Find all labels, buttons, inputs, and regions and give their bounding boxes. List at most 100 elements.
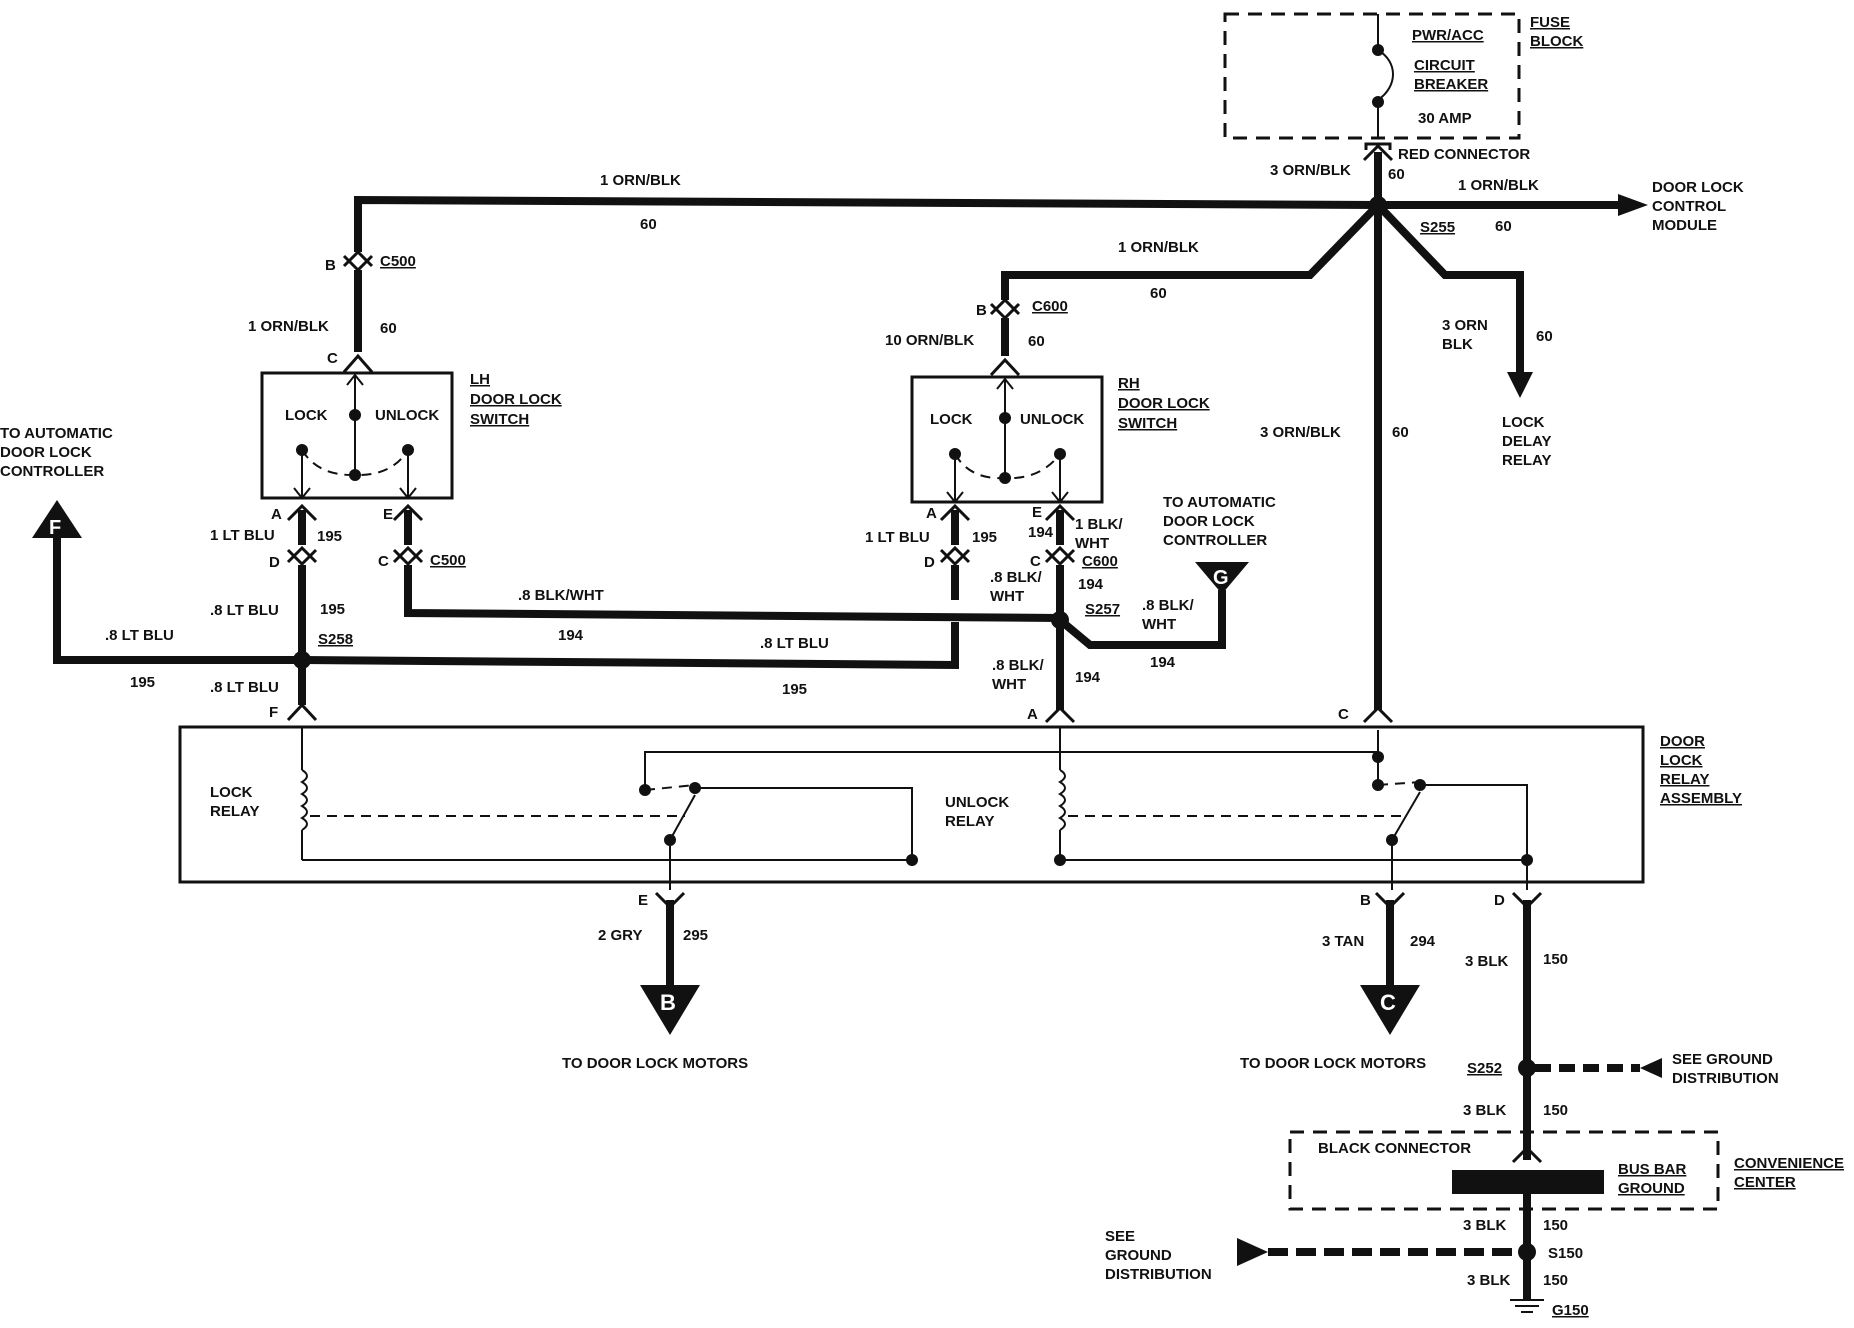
connector-relay-c: [1362, 705, 1394, 724]
pin-label-d-rh: D: [924, 554, 935, 571]
pin-label-d-relay: D: [1494, 892, 1505, 909]
lh-switch-label-1: LH: [470, 371, 490, 388]
pin-label-c-lh2: C: [378, 553, 389, 570]
pin-label-a-relay: A: [1027, 706, 1038, 723]
s257-label: S257: [1085, 601, 1120, 618]
pin-label-b-lh: B: [325, 257, 336, 274]
wire-label-lh-1ltblu: 1 LT BLU: [210, 527, 275, 544]
black-connector-label: BLACK CONNECTOR: [1318, 1140, 1471, 1157]
c600-label-top: C600: [1032, 298, 1068, 315]
wire-label-rh-194b: 194: [1078, 576, 1104, 593]
wire-labels: 1 ORN/BLK 60 3 ORN/BLK 60 1 ORN/BLK 60 1…: [105, 162, 1568, 1289]
wire-label-mid-195: 195: [782, 681, 807, 698]
wire-label-lh-60: 60: [380, 320, 397, 337]
ground-section: BLACK CONNECTOR BUS BAR GROUND CONVENIEN…: [1237, 1058, 1844, 1313]
wire-label-a-8blkwht-1: .8 BLK/: [992, 657, 1045, 674]
fuse-block: PWR/ACC CIRCUIT BREAKER 30 AMP FUSE BLOC…: [1223, 12, 1583, 140]
dlcm-label-1: DOOR LOCK: [1652, 179, 1744, 196]
auto-ctrl-f-label-2: DOOR LOCK: [0, 444, 92, 461]
red-connector: RED CONNECTOR: [1362, 142, 1530, 163]
wire-network: [53, 152, 1620, 1300]
wire-label-top-60: 60: [640, 216, 657, 233]
wire-label-295: 295: [683, 927, 708, 944]
unlock-relay-label-1: UNLOCK: [945, 794, 1009, 811]
lock-relay-label-2: RELAY: [210, 803, 259, 820]
lh-switch-label-2: DOOR LOCK: [470, 391, 562, 408]
wire-label-3blk-b: 3 BLK: [1463, 1102, 1507, 1119]
lh-unlock-label: UNLOCK: [375, 407, 439, 424]
wire-label-ldr-1: 3 ORN: [1442, 317, 1488, 334]
wire-label-mid-ltblu: .8 LT BLU: [760, 635, 829, 652]
wire-label-rh-1ltblu: 1 LT BLU: [865, 529, 930, 546]
wire-label-3blk-a: 3 BLK: [1465, 953, 1509, 970]
breaker-amp-label: 30 AMP: [1418, 110, 1472, 127]
g150-label: G150: [1552, 1302, 1589, 1319]
relay-assembly-label-2: LOCK: [1660, 752, 1703, 769]
fuse-block-label-2: BLOCK: [1530, 33, 1583, 50]
see-ground-right-1: SEE GROUND: [1672, 1051, 1773, 1068]
motors-label-c: TO DOOR LOCK MOTORS: [1240, 1055, 1426, 1072]
ref-f-triangle: F: [32, 500, 82, 539]
destination-labels: DOOR LOCK CONTROL MODULE LOCK DELAY RELA…: [0, 179, 1779, 1283]
relay-assembly-label-3: RELAY: [1660, 771, 1709, 788]
ref-c-label: C: [1380, 990, 1396, 1015]
circuit-breaker-label-1: CIRCUIT: [1414, 57, 1475, 74]
wire-label-rh-195: 195: [972, 529, 997, 546]
rh-switch-label-1: RH: [1118, 375, 1140, 392]
convenience-center-label-2: CENTER: [1734, 1174, 1796, 1191]
wire-label-top-1: 1 ORN/BLK: [600, 172, 681, 189]
s255-label: S255: [1420, 219, 1455, 236]
wire-label-lh-195b: 195: [320, 601, 345, 618]
connector-c600-c: [989, 357, 1021, 377]
wire-label-3blk-c: 3 BLK: [1463, 1217, 1507, 1234]
ldr-label-2: DELAY: [1502, 433, 1551, 450]
wire-label-rh-8blkwht-1: .8 BLK/: [990, 569, 1043, 586]
wire-label-150-d: 150: [1543, 1272, 1568, 1289]
rh-door-lock-switch: LOCK UNLOCK RH DOOR LOCK SWITCH: [910, 375, 1210, 504]
convenience-center-label-1: CONVENIENCE: [1734, 1155, 1844, 1172]
relay-assembly-label-1: DOOR: [1660, 733, 1705, 750]
connector-relay-f: [286, 702, 318, 722]
wire-label-fuse-60: 60: [1388, 166, 1405, 183]
c600-label-bottom: C600: [1082, 553, 1118, 570]
pin-label-e-lh: E: [383, 506, 393, 523]
pin-label-c-lh: C: [327, 350, 338, 367]
lh-lock-label: LOCK: [285, 407, 328, 424]
wire-label-150-a: 150: [1543, 951, 1568, 968]
circuit-breaker-label-2: BREAKER: [1414, 76, 1488, 93]
wire-label-3tan: 3 TAN: [1322, 933, 1364, 950]
connector-relay-d: [1511, 891, 1543, 910]
wire-label-lh-1orn: 1 ORN/BLK: [248, 318, 329, 335]
wire-label-a-8blkwht-2: WHT: [992, 676, 1026, 693]
wire-label-ldr-2: BLK: [1442, 336, 1473, 353]
see-ground-left-3: DISTRIBUTION: [1105, 1266, 1212, 1283]
unlock-relay-label-2: RELAY: [945, 813, 994, 830]
wire-label-ldr-60: 60: [1536, 328, 1553, 345]
wire-label-f-195: 195: [130, 674, 155, 691]
connector-lh-a-d: [286, 503, 318, 567]
lh-switch-label-3: SWITCH: [470, 411, 529, 428]
wire-label-dlcm-60: 60: [1495, 218, 1512, 235]
pin-label-e-rh: E: [1032, 504, 1042, 521]
ref-c-triangle: C: [1360, 985, 1420, 1035]
wire-label-294: 294: [1410, 933, 1436, 950]
connector-relay-b: [1374, 891, 1406, 910]
bus-bar-label-1: BUS BAR: [1618, 1161, 1687, 1178]
wire-label-rh-top: 1 ORN/BLK: [1118, 239, 1199, 256]
connector-lh-e-c: [392, 503, 424, 567]
splice-labels: S255 S257 S258 S252 S150 G150: [318, 219, 1589, 1319]
c500-label-top: C500: [380, 253, 416, 270]
connector-c500-c: [342, 353, 374, 373]
pin-label-d-lh: D: [269, 554, 280, 571]
see-ground-left-1: SEE: [1105, 1228, 1135, 1245]
wire-label-rh-8blkwht-2: WHT: [990, 588, 1024, 605]
c500-label-bottom: C500: [430, 552, 466, 569]
ldr-label-1: LOCK: [1502, 414, 1545, 431]
connector-c500-b: [342, 249, 374, 273]
auto-ctrl-g-label-1: TO AUTOMATIC: [1163, 494, 1276, 511]
wire-label-g-194: 194: [1150, 654, 1176, 671]
fuse-block-label-1: FUSE: [1530, 14, 1570, 31]
wire-label-dlcm: 1 ORN/BLK: [1458, 177, 1539, 194]
pin-label-b-rh: B: [976, 302, 987, 319]
